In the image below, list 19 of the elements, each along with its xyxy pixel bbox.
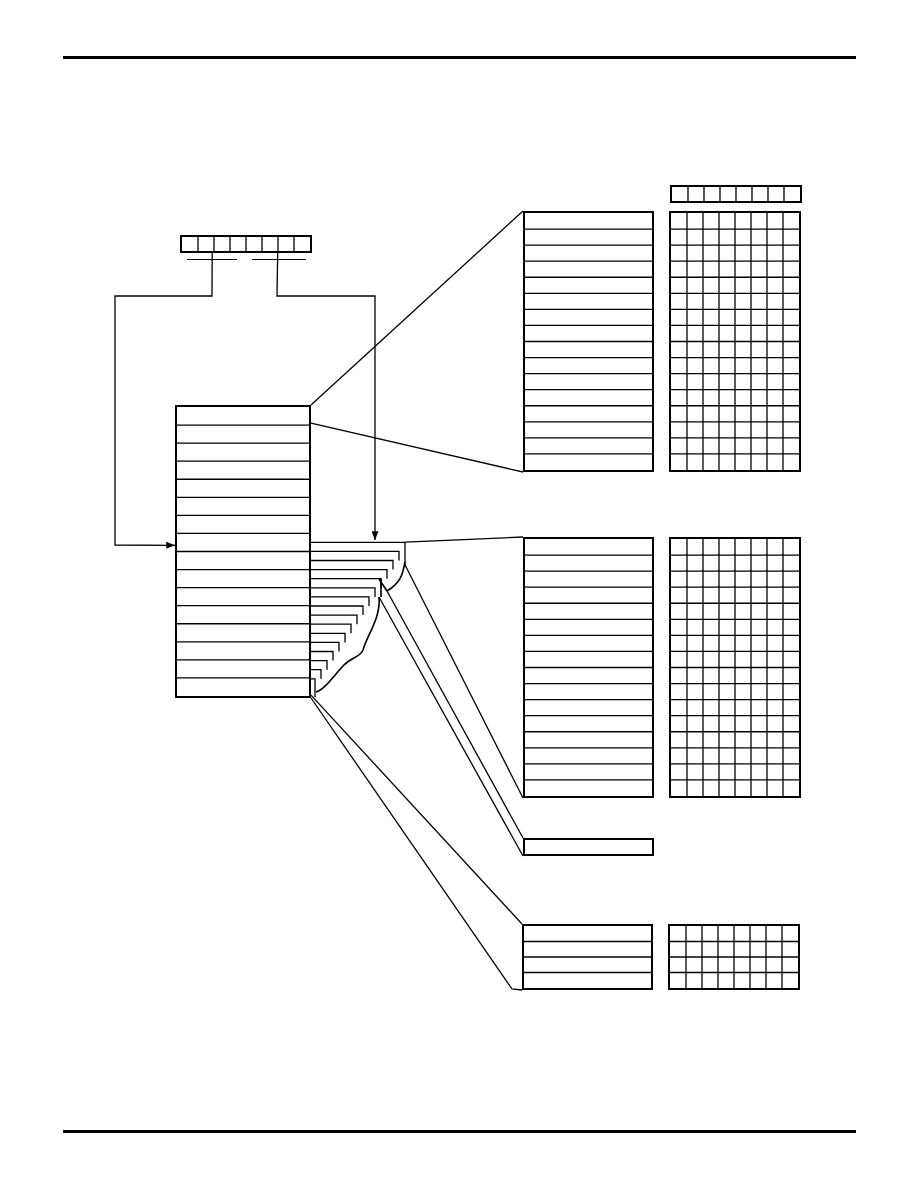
grid-table [669,537,801,798]
segmented-bar [180,235,312,253]
entry-bar [523,838,654,856]
arrow [114,252,213,549]
connector-line [310,697,523,991]
segmented-bar [670,185,802,203]
stacked-pages [311,540,407,698]
row-table [175,405,311,698]
row-table [523,211,654,472]
row-table [522,924,653,990]
connector-line [310,422,524,473]
row-table [523,537,654,798]
connector-line [404,564,524,799]
grid-table [669,211,801,472]
grid-table [668,924,800,990]
connector-line [404,536,524,543]
connector-line [310,210,524,406]
connector-line [310,694,523,925]
arrow [276,252,379,541]
